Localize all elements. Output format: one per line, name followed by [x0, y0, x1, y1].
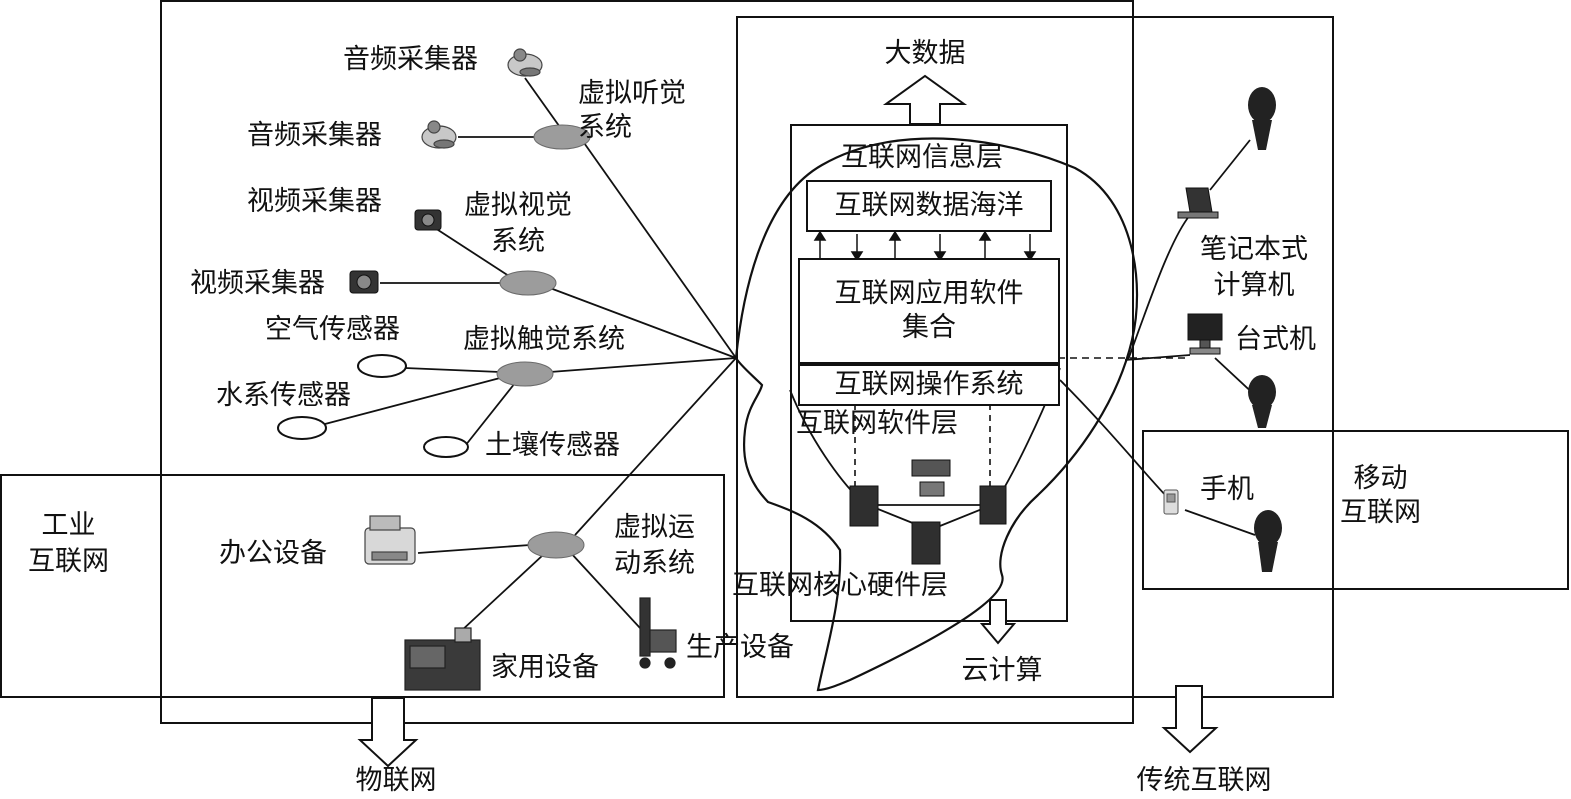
video-camera-icon-2: [349, 270, 379, 294]
user-head-icon-top: [1248, 87, 1276, 150]
virtual-motion-label: 虚拟运 动系统: [614, 512, 695, 579]
air-sensor-label: 空气传感器: [265, 314, 400, 345]
audio-collector-icon-2: [421, 120, 457, 149]
user-head-icon-bottom: [1254, 510, 1282, 572]
software-layer-label: 互联网软件层: [796, 408, 958, 439]
audio-collector-label-2: 音频采集器: [247, 120, 382, 151]
phone-label: 手机: [1200, 474, 1254, 505]
virtual-hearing-label: 虚拟听觉 系统: [578, 78, 686, 143]
motion-node: [527, 531, 585, 559]
production-device-label: 生产设备: [686, 632, 794, 663]
industrial-internet-region: [0, 474, 725, 698]
video-camera-icon: [414, 209, 442, 231]
sensor-nodes: [277, 354, 469, 458]
head-outline-icon: [734, 137, 1139, 692]
desktop-label: 台式机: [1235, 324, 1316, 355]
touch-node: [496, 361, 554, 387]
virtual-touch-label: 虚拟触觉系统: [463, 324, 625, 355]
audio-collector-label-1: 音频采集器: [343, 44, 478, 75]
audio-collector-icon: [507, 48, 543, 77]
iot-label: 物联网: [355, 765, 437, 796]
water-sensor-label: 水系传感器: [216, 380, 351, 411]
office-device-label: 办公设备: [219, 538, 327, 569]
big-data-arrow-icon: [882, 74, 968, 125]
app-software-label: 互联网应用软件 集合: [834, 278, 1024, 343]
server-icon: [849, 485, 1007, 565]
data-ocean-arrows: [813, 230, 1037, 262]
video-collector-label-1: 视频采集器: [247, 186, 382, 217]
office-device-icon: [364, 515, 416, 565]
mobile-internet-label: 移动 互联网: [1340, 463, 1421, 528]
traditional-internet-label: 传统互联网: [1136, 765, 1272, 796]
air-sensor-node: [357, 354, 407, 378]
desktop-icon: [1187, 313, 1223, 355]
app-software-box: 互联网应用软件 集合: [798, 258, 1060, 364]
data-ocean-label: 互联网数据海洋: [834, 190, 1024, 221]
hearing-node: [533, 124, 591, 150]
cloud-arrow-icon: [979, 599, 1017, 645]
cloud-computing-label: 云计算: [961, 655, 1043, 686]
data-ocean-box: 互联网数据海洋: [806, 180, 1052, 232]
home-device-icon: [404, 627, 481, 691]
home-device-label: 家用设备: [491, 652, 599, 683]
water-sensor-node: [277, 416, 327, 440]
os-label: 互联网操作系统: [834, 369, 1024, 400]
hardware-dashed-links: [854, 404, 991, 490]
big-data-label: 大数据: [884, 38, 966, 69]
video-collector-label-2: 视频采集器: [190, 268, 325, 299]
soil-sensor-node: [423, 436, 469, 458]
forklift-icon: [639, 597, 677, 669]
mobile-phone-icon: [1163, 489, 1179, 515]
vision-node: [499, 270, 557, 296]
laptop-label: 笔记本式 计算机: [1200, 234, 1308, 301]
right-links: [1059, 139, 1259, 536]
iot-arrow-icon: [357, 697, 419, 768]
virtual-system-nodes: [496, 124, 591, 559]
hardware-layer-label: 互联网核心硬件层: [732, 570, 948, 601]
os-box: 互联网操作系统: [798, 364, 1060, 406]
traditional-internet-arrow-icon: [1161, 685, 1219, 754]
connection-lines: [324, 77, 737, 633]
router-icon: [911, 459, 951, 497]
virtual-vision-label: 虚拟视觉 系统: [464, 190, 572, 257]
industrial-internet-label: 工业 互联网: [28, 510, 109, 577]
soil-sensor-label: 土壤传感器: [485, 430, 620, 461]
laptop-icon: [1177, 187, 1219, 219]
iot-region: [160, 0, 1134, 724]
mobile-internet-region: [1142, 430, 1569, 590]
user-head-icon-middle: [1248, 375, 1276, 428]
info-layer-label: 互联网信息层: [841, 142, 1003, 173]
